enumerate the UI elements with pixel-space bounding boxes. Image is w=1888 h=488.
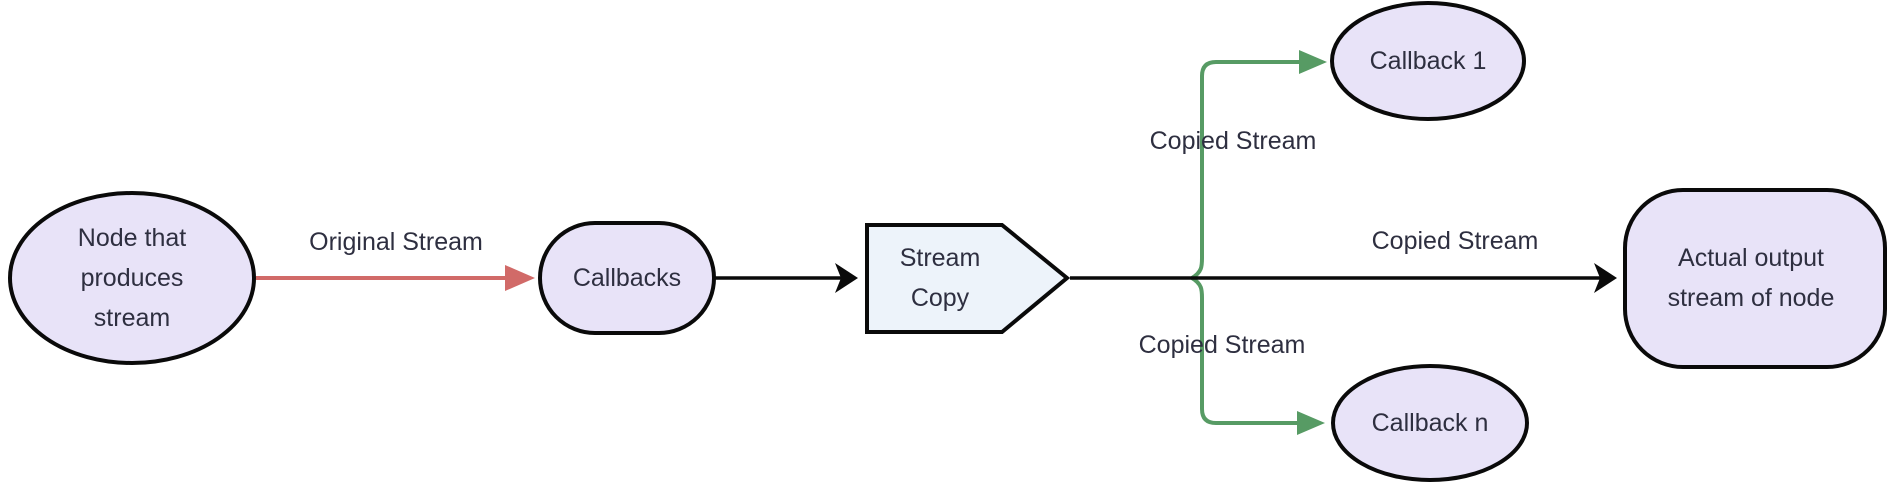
callback-n-node (1331, 364, 1529, 482)
arrowhead-original-stream (505, 265, 535, 291)
output-label-line1: Actual output (1678, 244, 1824, 272)
arrowhead-copied-stream-bottom (1297, 411, 1325, 435)
callbacks-node (538, 221, 716, 335)
copied-stream-right-edge-label: Copied Stream (1372, 227, 1539, 255)
stream-copy-label-line1: Stream (900, 244, 981, 272)
edge-copied-stream-top (1190, 60, 1299, 280)
arrowhead-copied-stream-top (1299, 50, 1327, 74)
stream-copy-label-line2: Copy (911, 284, 970, 312)
callback-1-node (1330, 1, 1526, 121)
callback-1-label: Callback 1 (1370, 47, 1487, 75)
arrowhead-copied-stream-right (1594, 263, 1617, 293)
producer-label-line1: Node that (78, 224, 186, 252)
output-node (1623, 188, 1887, 369)
edge-copied-stream-bottom (1190, 276, 1297, 425)
producer-label-line3: stream (94, 304, 170, 332)
producer-node (8, 191, 256, 365)
callbacks-label: Callbacks (573, 264, 681, 292)
original-stream-edge-label: Original Stream (309, 228, 483, 256)
copied-stream-top-edge-label: Copied Stream (1150, 127, 1317, 155)
producer-label-line2: produces (81, 264, 184, 292)
copied-stream-bottom-edge-label: Copied Stream (1139, 331, 1306, 359)
stream-copy-node (865, 223, 1071, 334)
callback-n-label: Callback n (1372, 409, 1489, 437)
output-label-line2: stream of node (1668, 284, 1835, 312)
arrowhead-callbacks-to-copy (835, 263, 858, 293)
